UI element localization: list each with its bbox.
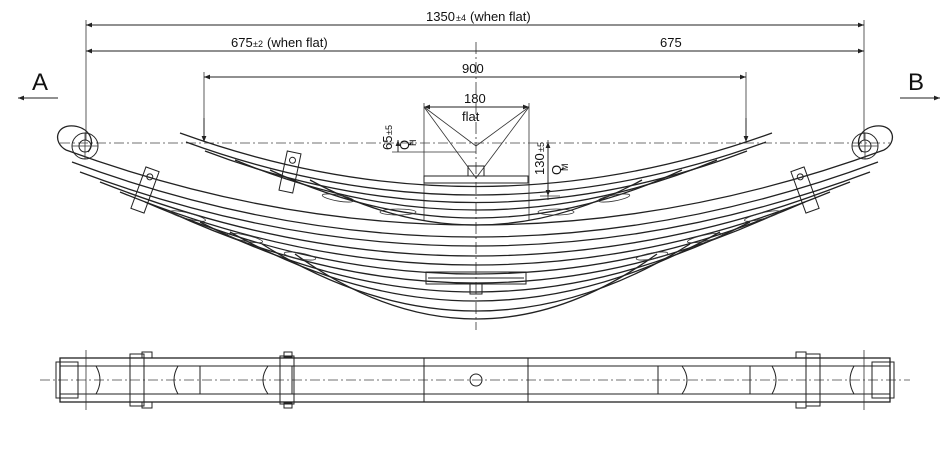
- dim-helper-span: 900: [462, 61, 484, 76]
- svg-text:1350: 1350: [426, 9, 455, 24]
- view-marker-a: A: [18, 69, 58, 101]
- svg-text:±5: ±5: [536, 142, 546, 152]
- top-view: [40, 350, 910, 410]
- svg-text:(when flat): (when flat): [267, 35, 328, 50]
- rebound-clip-helper: [278, 150, 302, 194]
- dim-center-flat: flat: [462, 109, 480, 124]
- dimension-lines: [60, 20, 890, 330]
- svg-text:B: B: [908, 69, 924, 96]
- rebound-clip-right: [790, 166, 820, 214]
- dim-overall: 1350 ±4 (when flat): [426, 9, 531, 24]
- view-marker-b: B: [900, 69, 940, 101]
- svg-text:(when flat): (when flat): [470, 9, 531, 24]
- main-leaf-pack: [65, 149, 885, 320]
- dim-left-half: 675 ±2 (when flat): [231, 35, 328, 50]
- svg-text:130: 130: [532, 153, 547, 175]
- svg-text:A: A: [32, 69, 48, 96]
- svg-text:M: M: [560, 164, 570, 172]
- dim-helper-height: 65 ±5 Q H: [380, 125, 418, 150]
- rebound-clip-left: [130, 166, 160, 214]
- svg-text:±4: ±4: [456, 13, 466, 23]
- dim-center-value: 180: [464, 91, 486, 106]
- svg-text:H: H: [408, 140, 418, 147]
- helper-leaf-pack: [179, 132, 773, 226]
- svg-text:Q: Q: [397, 140, 412, 150]
- left-spring-eye: [56, 125, 99, 160]
- svg-text:675: 675: [231, 35, 253, 50]
- svg-text:65: 65: [380, 136, 395, 150]
- right-spring-eye: [851, 125, 894, 160]
- svg-text:±5: ±5: [384, 125, 394, 135]
- svg-text:±2: ±2: [253, 39, 263, 49]
- center-clamp: [423, 165, 529, 295]
- svg-text:Q: Q: [549, 165, 564, 175]
- dim-main-height: 130 ±5 Q M: [532, 142, 570, 175]
- dim-right-half: 675: [660, 35, 682, 50]
